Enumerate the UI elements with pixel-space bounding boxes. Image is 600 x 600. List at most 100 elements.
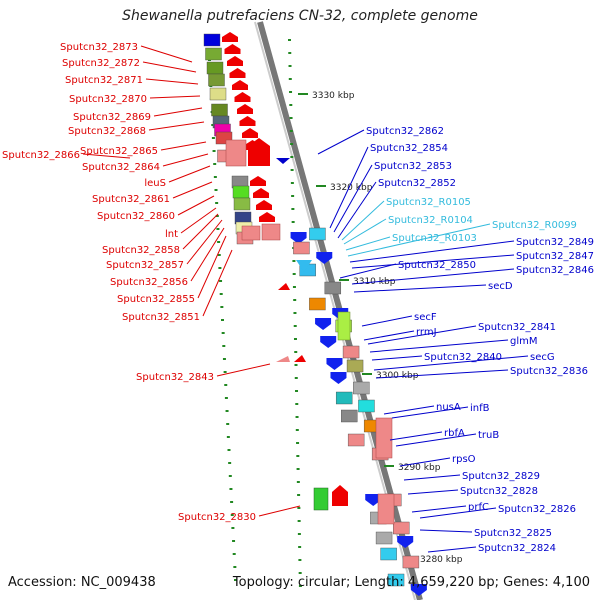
gene-label-right: infB: [470, 403, 490, 414]
gene-label-right: Sputcn32_2852: [378, 178, 456, 189]
gene-block: [313, 487, 329, 511]
leader-line: [186, 219, 223, 265]
gene-label-right: Sputcn32_2829: [462, 471, 540, 482]
gene-label-left: Sputcn32_2868: [68, 126, 146, 137]
gene-block: [353, 381, 370, 395]
gene-block: [309, 297, 326, 311]
gene-block: [203, 33, 221, 47]
gene-arrow: [278, 283, 290, 290]
leader-line: [353, 284, 487, 293]
gene-arrow: [296, 260, 312, 272]
gene-label-right: Sputcn32_2849: [516, 237, 594, 248]
kbp-label: 3290 kbp: [398, 463, 441, 473]
gene-label-right: Sputcn32_2828: [460, 486, 538, 497]
leader-line: [351, 268, 515, 285]
gene-label-right: secD: [488, 281, 513, 292]
gene-label-left: Sputcn32_2865: [80, 146, 158, 157]
gene-label-right: Sputcn32_R0099: [492, 220, 577, 231]
leader-line: [403, 474, 461, 481]
gene-block: [358, 399, 375, 413]
gene-label-left: leuS: [144, 178, 166, 189]
gene-arrow: [410, 584, 427, 596]
gene-block: [211, 103, 228, 117]
gene-block: [346, 359, 364, 373]
gene-arrow: [229, 68, 246, 78]
gene-arrow: [224, 44, 241, 54]
accession-text: Accession: NC_009438: [8, 575, 156, 590]
gene-block: [208, 73, 225, 87]
leader-line: [160, 141, 207, 151]
leader-line: [361, 315, 413, 327]
gene-arrow: [250, 176, 266, 186]
leader-line: [182, 213, 219, 250]
gene-label-left: Sputcn32_2860: [97, 211, 175, 222]
leader-line: [371, 355, 423, 361]
gene-arrow: [222, 32, 238, 42]
gene-block: [233, 197, 251, 211]
gene-label-right: Sputcn32_2850: [398, 260, 476, 271]
leader-line: [419, 529, 473, 533]
leader-line: [399, 457, 451, 467]
leader-line: [140, 45, 193, 63]
leader-line: [363, 330, 415, 341]
gene-label-right: rbfA: [444, 428, 465, 439]
gene-label-right: Sputcn32_2853: [374, 161, 452, 172]
leader-line: [369, 339, 509, 353]
leader-line: [349, 240, 515, 263]
gene-arrow: [320, 336, 337, 348]
gene-label-right: Sputcn32_2846: [516, 265, 594, 276]
gene-block: [337, 311, 351, 341]
gene-labels: Sputcn32_2873Sputcn32_2872Sputcn32_2871S…: [2, 42, 594, 554]
gene-label-left: Sputcn32_2843: [136, 372, 214, 383]
gene-label-left: Sputcn32_2869: [73, 112, 151, 123]
gene-label-left: Sputcn32_2851: [122, 312, 200, 323]
leader-line: [411, 505, 467, 513]
leader-line: [341, 200, 385, 241]
gene-block: [335, 391, 353, 405]
kbp-label: 3300 kbp: [376, 371, 419, 381]
gene-label-left: Sputcn32_2871: [65, 75, 143, 86]
leader-line: [197, 235, 227, 299]
gene-arrow: [234, 92, 251, 102]
gene-label-left: lnt: [165, 229, 178, 240]
leader-line: [329, 146, 369, 229]
gene-block: [375, 417, 393, 459]
gene-arrow: [294, 355, 306, 362]
gene-arrow: [276, 356, 290, 362]
page-title: Shewanella putrefaciens CN-32, complete …: [122, 8, 478, 24]
gene-label-right: rrmJ: [416, 327, 437, 338]
gene-arrow: [365, 494, 382, 506]
gene-block: [347, 433, 365, 447]
gene-block: [342, 345, 360, 359]
gene-block: [205, 47, 222, 61]
leader-line: [153, 107, 203, 117]
gene-block: [377, 493, 395, 525]
leader-line: [347, 223, 491, 257]
leader-line: [162, 153, 209, 167]
gene-label-right: Sputcn32_R0103: [392, 233, 477, 244]
gene-label-right: Sputcn32_2825: [474, 528, 552, 539]
leader-line: [258, 505, 301, 517]
leader-line: [180, 207, 217, 234]
leader-line: [202, 249, 233, 317]
gene-arrow: [227, 56, 243, 66]
gene-label-right: glmM: [510, 336, 538, 347]
leader-line: [216, 363, 271, 377]
leader-line: [142, 61, 197, 73]
gene-label-right: prfC: [468, 502, 489, 513]
gene-arrow: [237, 104, 253, 114]
leader-line: [407, 489, 459, 495]
gene-label-right: Sputcn32_2840: [424, 352, 502, 363]
gene-block: [206, 61, 224, 75]
gene-block: [241, 225, 261, 241]
gene-block: [324, 281, 342, 295]
gene-block: [393, 521, 410, 535]
gene-block: [225, 139, 247, 167]
gene-arrow: [290, 232, 307, 244]
leader-line: [177, 195, 215, 216]
leader-line: [367, 325, 477, 345]
gene-arrow: [332, 485, 348, 506]
gene-block: [387, 573, 405, 587]
